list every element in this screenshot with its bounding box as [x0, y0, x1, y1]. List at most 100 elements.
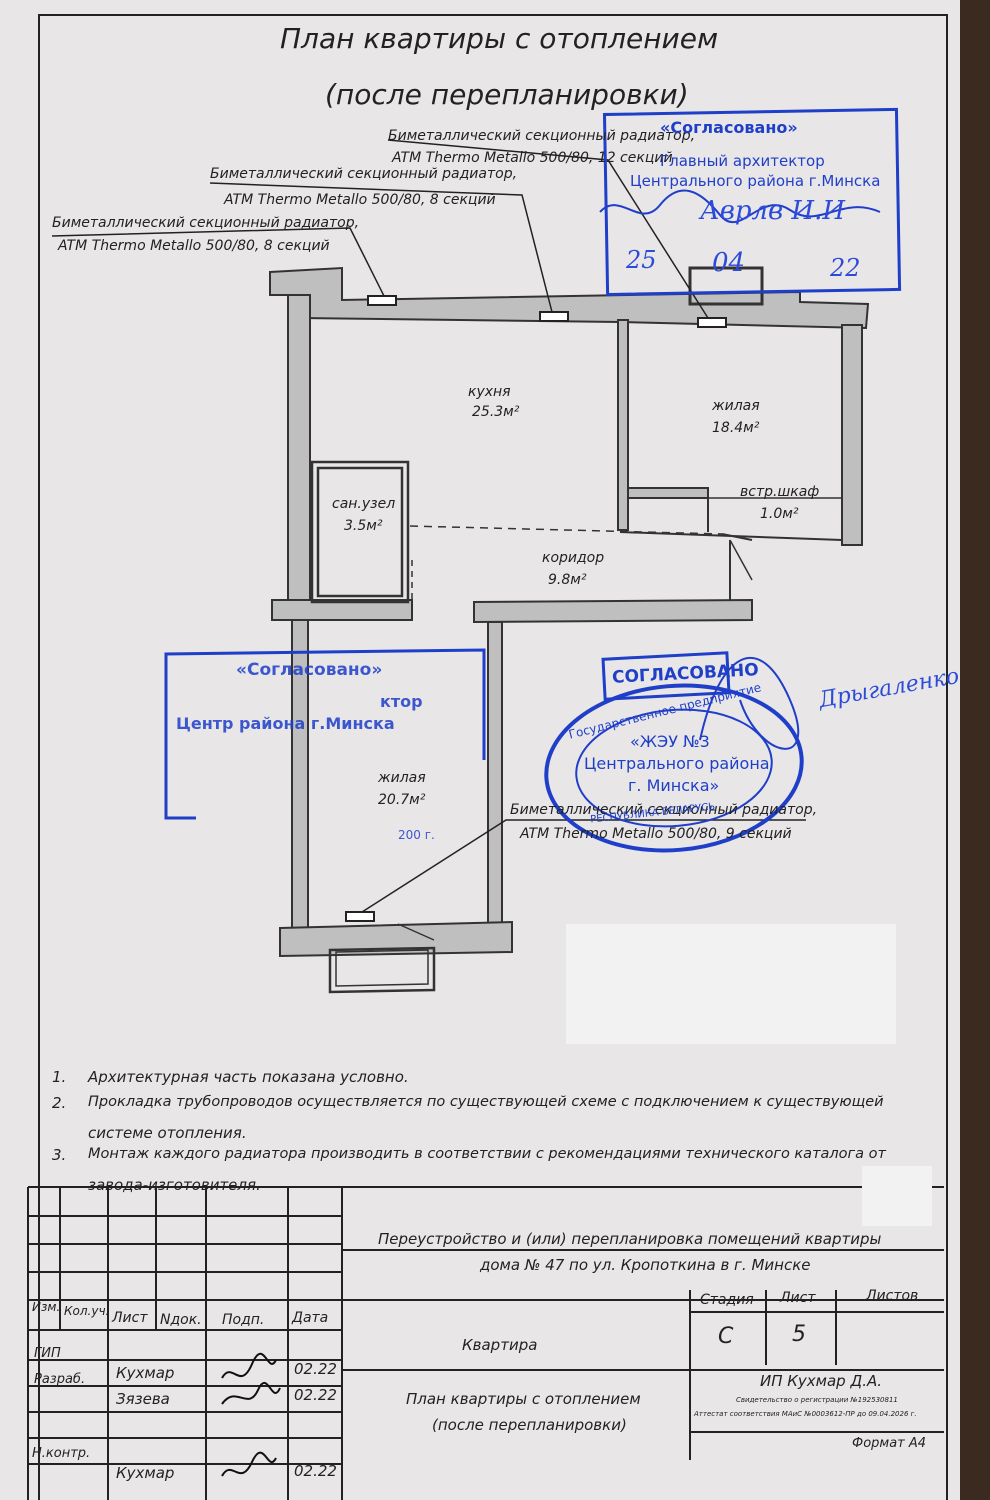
corridor-bottom-wall [271, 599, 413, 621]
kitchen-label: кухня [468, 384, 511, 400]
signature-scribble [599, 189, 881, 223]
sogl-stamp-frame [601, 651, 731, 701]
header-koluch: Кол.уч. [64, 1304, 110, 1318]
redacted-area-small [862, 1166, 932, 1226]
radiator-3 [697, 317, 727, 328]
round-stamp-line3: г. Минска» [628, 776, 720, 795]
leader-lines [51, 139, 806, 913]
top-stamp-frame [602, 107, 902, 297]
header-listov: Листов [866, 1288, 919, 1304]
closet-label: встр.шкаф [740, 484, 820, 500]
round-stamp [544, 683, 804, 853]
note-3-number: 3. [52, 1146, 67, 1164]
title-block-lines [27, 1186, 944, 1500]
header-ndok: Nдок. [160, 1312, 202, 1328]
header-izm: Изм. [32, 1300, 61, 1314]
kitchen-area: 25.3м² [472, 404, 520, 420]
redacted-area [566, 924, 896, 1044]
right-wall [841, 324, 863, 546]
note-2-number: 2. [52, 1094, 67, 1112]
bathroom-label: сан.узел [332, 496, 396, 512]
header-list-2: Лист [780, 1290, 816, 1306]
plan-title-line2: (после перепланировки) [325, 78, 689, 111]
role-nkontr: Н.контр. [32, 1446, 91, 1461]
radiator-3-label-line2: ATM Thermo Metallo 500/80, 8 секций [58, 238, 330, 254]
top-stamp-year: 22 [830, 254, 861, 282]
left-stamp-line2: ктор [380, 692, 423, 711]
note-3-line2: завода-изготовителя. [88, 1176, 261, 1194]
bathroom-area: 3.5м² [344, 518, 383, 534]
note-1-number: 1. [52, 1068, 67, 1086]
header-stadia: Стадия [700, 1292, 754, 1308]
corridor-area: 9.8м² [548, 572, 587, 588]
corridor-label: коридор [542, 550, 605, 566]
corridor-bottom-wall-right [473, 598, 753, 624]
header-data: Дата [292, 1310, 329, 1326]
note-2-line1: Прокладка трубопроводов осуществляется п… [88, 1094, 884, 1110]
left-stamp-line3: Центр района г.Минска [176, 714, 395, 733]
organization-cert-2: Аттестат соответствия МАиС №0003612-ПР д… [694, 1410, 917, 1418]
project-name-line2: дома № 47 по ул. Кропоткина в г. Минске [480, 1256, 811, 1274]
left-stamp-frame [164, 648, 486, 820]
date-razrab: 02.22 [294, 1386, 337, 1404]
radiator-4 [345, 911, 375, 922]
closet-wall [627, 487, 709, 499]
radiator-4-label-line1: Биметаллический секционный радиатор, [510, 802, 818, 818]
radiator-2 [539, 311, 569, 322]
header-podp: Подп. [222, 1312, 265, 1328]
radiator-1 [367, 295, 397, 306]
top-stamp-signature: Аврлв И.И [700, 196, 846, 226]
radiator-2-label-line2: ATM Thermo Metallo 500/80, 8 секций [224, 192, 496, 208]
name-razrab: Зязева [116, 1390, 170, 1408]
sheet-title-line2: (после перепланировки) [432, 1416, 627, 1434]
role-razrab: Разраб. [34, 1372, 86, 1387]
radiator-1-label-line1: Биметаллический секционный радиатор, [388, 128, 696, 144]
project-name-line1: Переустройство и (или) перепланировка по… [378, 1230, 882, 1248]
plan-title-line1: План квартиры с отоплением [280, 22, 719, 55]
outer-walls [269, 266, 870, 958]
role-gip: ГИП [34, 1346, 61, 1361]
lower-right-wall [487, 621, 503, 931]
top-stamp-line2: Главный архитектор [660, 152, 825, 170]
drawing-sheet: План квартиры с отоплением (после перепл… [0, 0, 960, 1500]
floor-plan-drawing [27, 107, 944, 1500]
organization-cert-1: Свидетельство о регистрации №192530811 [736, 1396, 898, 1404]
round-stamp-line1: «ЖЭУ №3 [630, 732, 710, 751]
sheet-format: Формат А4 [852, 1436, 927, 1451]
bathroom-walls [310, 460, 410, 604]
lower-bottom-wall [279, 920, 513, 958]
drawing-frame [38, 14, 948, 1500]
name-nkontr: Кухмар [116, 1464, 175, 1482]
left-wall [287, 294, 311, 604]
left-stamp-line1: «Согласовано» [236, 660, 383, 680]
living-room-1-area: 18.4м² [712, 420, 760, 436]
object-name: Квартира [462, 1336, 538, 1354]
note-3-line1: Монтаж каждого радиатора производить в с… [88, 1146, 886, 1162]
top-stamp-month: 04 [712, 248, 746, 278]
chimney-block [688, 266, 764, 306]
radiator-4-label-line2: ATM Thermo Metallo 500/80, 9 секций [520, 826, 792, 842]
living-room-2-label: жилая [378, 770, 426, 786]
closet-area: 1.0м² [760, 506, 799, 522]
sheet-number: 5 [792, 1322, 806, 1347]
top-stamp-line3: Центрального района г.Минска [630, 172, 881, 190]
living-room-2-area: 20.7м² [378, 792, 426, 808]
radiators [345, 295, 727, 922]
date-nkontr: 02.22 [294, 1462, 337, 1480]
stadia-value: С [718, 1324, 734, 1349]
name-gip: Кухмар [116, 1364, 175, 1382]
organization-name: ИП Кухмар Д.А. [760, 1372, 882, 1390]
date-gip: 02.22 [294, 1360, 337, 1378]
radiator-3-label-line1: Биметаллический секционный радиатор, [52, 215, 360, 231]
living-room-1-label: жилая [712, 398, 760, 414]
left-stamp-year: 200 г. [398, 828, 435, 842]
partition-kitchen-living [617, 319, 629, 531]
top-stamp-line1: «Согласовано» [660, 118, 798, 137]
round-stamp-line2: Центрального района [584, 754, 770, 773]
radiator-1-label-line2: ATM Thermo Metallo 500/80, 12 секций [392, 150, 673, 166]
top-stamp-day: 25 [626, 246, 657, 274]
radiator-2-label-line1: Биметаллический секционный радиатор, [210, 166, 518, 182]
note-1-text: Архитектурная часть показана условно. [88, 1068, 409, 1086]
sheet-title-line1: План квартиры с отоплением [406, 1390, 641, 1408]
balcony [328, 946, 436, 994]
